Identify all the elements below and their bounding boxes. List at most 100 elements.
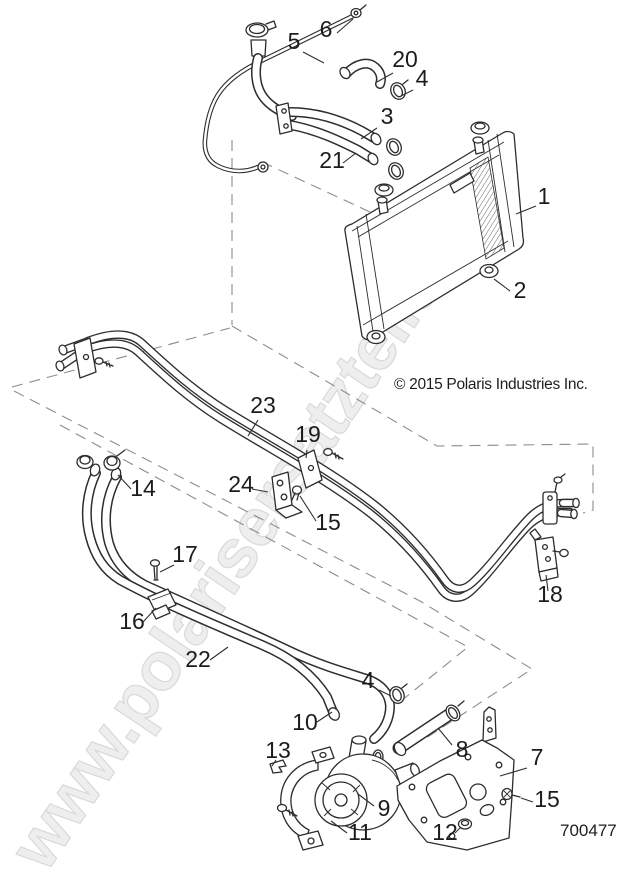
callout-16: 16 (119, 607, 157, 634)
callout-15: 15 (520, 786, 560, 812)
callout-19: 19 (295, 421, 321, 459)
bracket-24 (271, 471, 303, 519)
callout-4: 4 (362, 667, 392, 697)
callout-24: 24 (228, 471, 269, 497)
coolant-pipes (55, 330, 580, 602)
callout-label-7: 7 (531, 744, 544, 770)
nut-12 (457, 818, 473, 830)
hose-clamp-4-lower (389, 683, 408, 704)
radiator (344, 121, 525, 345)
callout-label-1: 1 (538, 183, 551, 209)
callout-label-2: 2 (514, 277, 527, 303)
callout-label-14: 14 (130, 475, 156, 501)
pipe-clamp-mid (297, 449, 323, 489)
callout-label-10: 10 (292, 709, 318, 735)
pipe-screw-right (553, 473, 566, 493)
callout-label-20: 20 (392, 46, 418, 72)
screw-15-lower (501, 787, 521, 801)
callout-11: 11 (330, 819, 372, 845)
callout-label-5: 5 (288, 28, 301, 54)
y-hose (275, 102, 382, 166)
callout-7: 7 (499, 744, 544, 777)
callout-14: 14 (117, 474, 156, 501)
lower-hoses (76, 449, 408, 744)
callout-4: 4 (400, 65, 429, 97)
hose-10-end (327, 707, 341, 721)
bracket-11 (276, 746, 335, 851)
callout-6: 6 (320, 16, 354, 42)
y-hose-junction-clamp (275, 102, 293, 135)
callout-9: 9 (357, 793, 391, 821)
callout-label-17: 17 (172, 541, 198, 567)
pipe-clamp-right (542, 491, 558, 525)
radiator-mount-nut-left (374, 183, 394, 215)
callout-label-21: 21 (319, 147, 345, 173)
pipe-clamp-left (73, 337, 97, 379)
tube-8-clamp (445, 700, 465, 722)
callout-label-12: 12 (432, 819, 458, 845)
overflow-tube (202, 4, 367, 174)
callout-15: 15 (299, 495, 341, 535)
copyright-text: © 2015 Polaris Industries Inc. (394, 376, 588, 393)
mount-plate (396, 706, 521, 851)
drawing-number: 700477 (560, 821, 617, 840)
radiator-bracket-detail (449, 172, 475, 194)
callout-label-3: 3 (381, 103, 394, 129)
callout-label-18: 18 (537, 581, 563, 607)
callout-label-6: 6 (320, 16, 333, 42)
hose-clamp-3 (386, 138, 402, 156)
callout-13: 13 (265, 737, 291, 767)
callout-5: 5 (288, 28, 325, 64)
callout-label-11: 11 (348, 819, 372, 845)
callout-1: 1 (515, 183, 551, 215)
callout-8: 8 (437, 727, 469, 762)
callout-label-19: 19 (295, 421, 321, 447)
radiator-grommet-right (479, 263, 499, 279)
screw-19 (323, 447, 344, 460)
pipe-screw-left (94, 357, 114, 368)
radiator-grommet-bottom-left (366, 329, 386, 345)
callout-label-15: 15 (315, 509, 341, 535)
callout-label-24: 24 (228, 471, 254, 497)
callout-3: 3 (360, 103, 394, 140)
hose-clamp-20 (390, 79, 409, 100)
screw-18 (552, 548, 569, 558)
hose-clamp-14b (103, 449, 126, 471)
upper-radiator-hose (339, 58, 386, 89)
hose-clamp-14a (76, 454, 94, 470)
callout-label-13: 13 (265, 737, 291, 763)
callout-17: 17 (159, 541, 198, 573)
bracket-18 (529, 528, 569, 582)
callout-23: 23 (247, 392, 276, 437)
hose-clamp-filler (245, 20, 277, 38)
overflow-end-ring (257, 161, 269, 173)
tube-8 (392, 700, 465, 757)
callout-12: 12 (432, 819, 462, 845)
callout-18: 18 (537, 574, 563, 607)
callout-label-22: 22 (185, 646, 211, 672)
callout-label-16: 16 (119, 608, 145, 634)
water-pump (314, 735, 421, 831)
callout-22: 22 (185, 646, 229, 672)
callout-label-4: 4 (416, 65, 429, 91)
radiator-fins (469, 156, 505, 260)
hose-clamp-16 (147, 588, 177, 620)
overflow-fitting (350, 4, 367, 19)
callout-label-8: 8 (456, 736, 469, 762)
callout-2: 2 (493, 277, 527, 303)
callout-10: 10 (292, 709, 333, 735)
screw-17 (149, 559, 161, 581)
dashed-reference-lines (11, 140, 594, 739)
callout-21: 21 (319, 147, 357, 173)
filler-neck-hose (245, 20, 297, 121)
bracket-11-screw (276, 803, 298, 817)
callout-label-23: 23 (250, 392, 276, 418)
radiator-mount-nut-right (470, 121, 490, 155)
hose-clamps-top (386, 79, 409, 180)
screw-15-upper (291, 485, 303, 501)
callout-label-15: 15 (534, 786, 560, 812)
callout-20: 20 (376, 46, 418, 83)
callout-label-9: 9 (378, 795, 391, 821)
